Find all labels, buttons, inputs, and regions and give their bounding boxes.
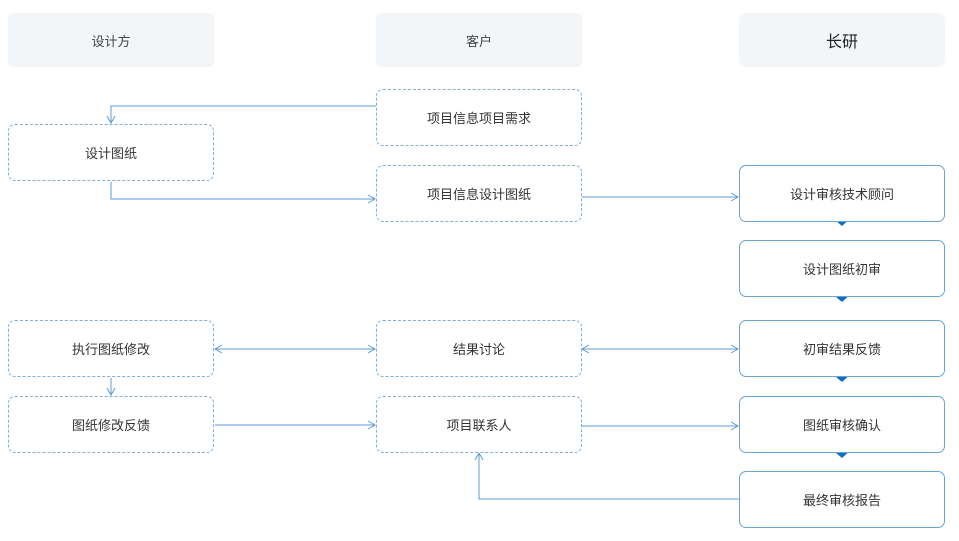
step-label: 设计审核技术顾问	[789, 188, 894, 203]
step-project-requirements: 项目信息项目需求	[376, 89, 582, 146]
connector-requirements-to-drawings	[106, 105, 376, 125]
step-label: 设计图纸初审	[802, 263, 881, 278]
step-project-design-drawings: 项目信息设计图纸	[376, 165, 582, 222]
step-design-drawings: 设计图纸	[8, 124, 214, 181]
step-revise-drawings: 执行图纸修改	[8, 320, 214, 377]
step-label: 项目联系人	[446, 419, 512, 434]
step-result-discussion: 结果讨论	[376, 320, 582, 377]
connector-drawings-to-client	[110, 182, 377, 204]
step-label: 最终审核报告	[802, 494, 881, 509]
step-label: 设计图纸	[84, 147, 137, 162]
step-label: 初审结果反馈	[802, 343, 881, 358]
step-label: 项目信息项目需求	[426, 112, 531, 127]
step-label: 执行图纸修改	[71, 343, 150, 358]
step-final-report: 最终审核报告	[739, 471, 945, 528]
step-initial-review: 设计图纸初审	[739, 240, 945, 297]
step-project-contact: 项目联系人	[376, 396, 582, 453]
column-header-client: 客户	[376, 13, 582, 67]
column-header-designer: 设计方	[8, 13, 214, 67]
step-label: 结果讨论	[452, 343, 505, 358]
connector-report-to-contact	[474, 451, 739, 500]
step-label: 项目信息设计图纸	[426, 188, 531, 203]
step-label: 图纸审核确认	[802, 419, 881, 434]
step-label: 图纸修改反馈	[71, 419, 150, 434]
step-initial-feedback: 初审结果反馈	[739, 320, 945, 377]
step-revision-feedback: 图纸修改反馈	[8, 396, 214, 453]
column-header-changyan: 长研	[739, 13, 945, 67]
step-review-consultant: 设计审核技术顾问	[739, 165, 945, 222]
step-review-confirm: 图纸审核确认	[739, 396, 945, 453]
